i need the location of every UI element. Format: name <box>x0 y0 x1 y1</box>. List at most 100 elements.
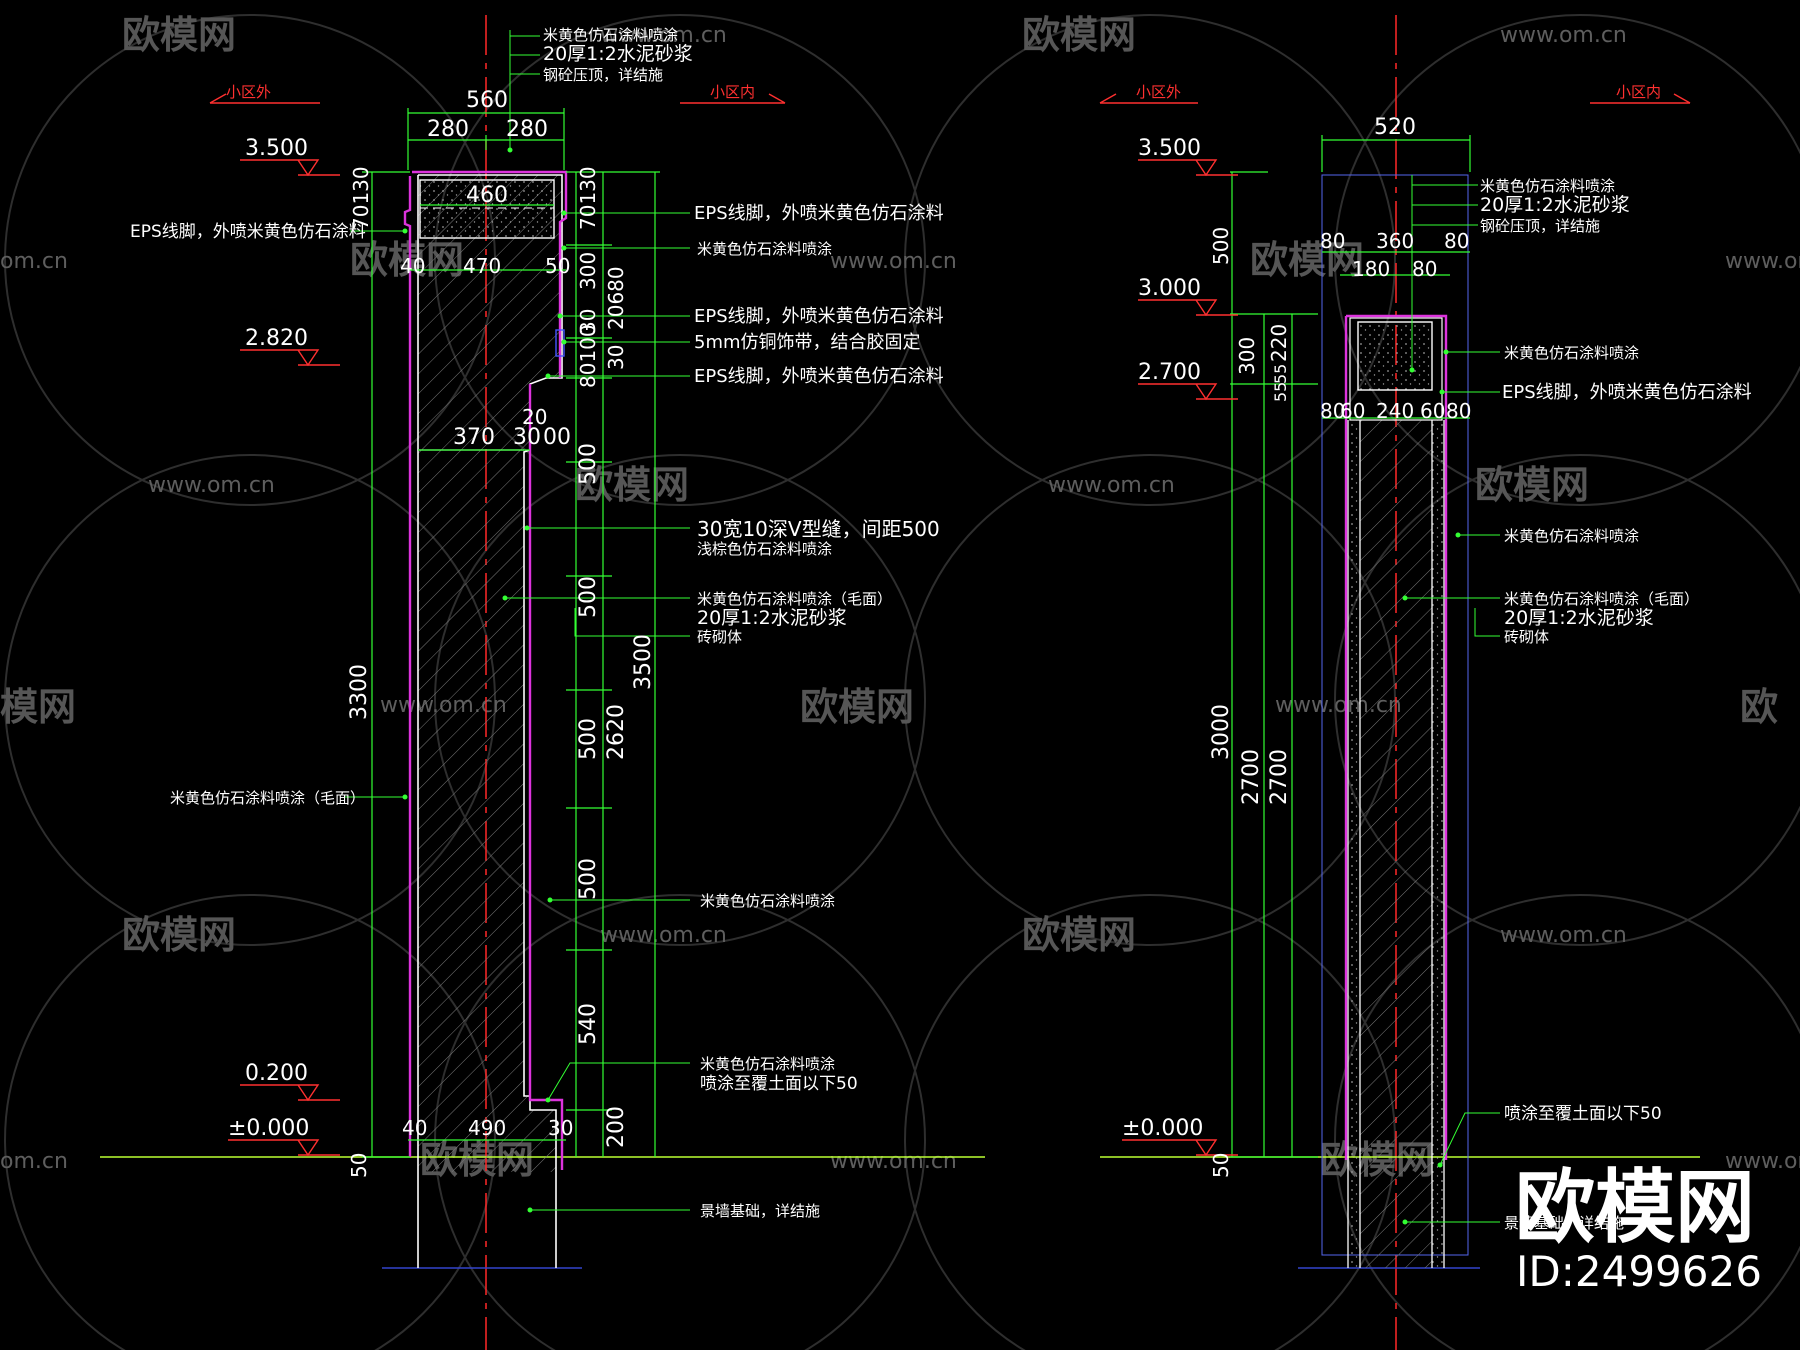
level-label: ±0.000 <box>1122 1116 1203 1141</box>
dim-label: 280 <box>427 117 469 142</box>
dim-label: 60 <box>1340 399 1365 423</box>
right-labels: 小区外 小区内 3.500 3.000 2.700 ±0.000 米黄色仿石涂料… <box>1122 83 1752 1232</box>
logo-brand: 欧模网 <box>1515 1161 1755 1254</box>
note-label: 景墙基础，详结施 <box>700 1202 820 1220</box>
dim-label: 520 <box>1374 115 1416 140</box>
dim-label-v: 300 <box>576 252 600 290</box>
left-labels: 小区外 小区内 3.500 2.820 0.200 ±0.000 米黄色仿石涂料… <box>130 26 944 1220</box>
watermark-brand: 欧模网 <box>122 13 236 57</box>
level-label: ±0.000 <box>228 1116 309 1141</box>
dim-label-v: 50 <box>1209 1153 1233 1178</box>
dim-label-v: 500 <box>1209 227 1233 265</box>
watermark-url: www.om.cn <box>1725 1149 1800 1174</box>
dim-label: 80 <box>1320 399 1345 423</box>
dim-label: 50 <box>545 254 570 278</box>
dim-label-v: 80100 <box>576 324 600 388</box>
dim-label: 80 <box>1446 399 1471 423</box>
watermark-brand: 欧模网 <box>122 913 236 957</box>
note-label: EPS线脚，外喷米黄色仿石涂料 <box>1502 382 1752 403</box>
side-outside-label: 小区外 <box>226 83 271 101</box>
side-inside-label: 小区内 <box>710 83 755 101</box>
level-label: 3.500 <box>1138 136 1201 161</box>
dim-label: 80 <box>1320 229 1345 253</box>
watermark-url: www.om.cn <box>1500 923 1627 948</box>
watermark-url: www.om.cn www.om.cn om.cn www.om.cn www.… <box>0 23 1800 1174</box>
note-label: 30宽10深V型缝，间距500 <box>697 517 940 541</box>
watermark-url: om.cn <box>0 1149 68 1174</box>
dim-label-v: 3300 <box>347 664 372 720</box>
level-label: 3.500 <box>245 136 308 161</box>
note-label: 5mm仿铜饰带，结合胶固定 <box>694 332 921 353</box>
logo-id: ID:2499626 <box>1516 1247 1762 1296</box>
watermark-url: www.om.cn <box>148 473 275 498</box>
note-label: 砖砌体 <box>697 628 742 646</box>
note-label: 砖砌体 <box>1504 628 1549 646</box>
note-label: 米黄色仿石涂料喷涂 <box>700 1055 835 1073</box>
dim-label-v: 70130 <box>576 166 600 230</box>
dim-label-v: 500 <box>576 443 601 485</box>
dim-label-v: 70130 <box>349 166 373 230</box>
note-label: 米黄色仿石涂料喷涂 <box>697 240 832 258</box>
watermark-url: www.om.cn <box>1048 473 1175 498</box>
dim-label-v: 500 <box>576 858 601 900</box>
dim-label: 20 <box>522 405 547 429</box>
dim-label-v: 3000 <box>1209 704 1234 760</box>
note-label: 浅棕色仿石涂料喷涂 <box>697 540 832 558</box>
dim-label-v: 55 <box>1271 364 1290 384</box>
note-label: EPS线脚，外喷米黄色仿石涂料 <box>694 366 944 387</box>
dim-label: 280 <box>506 117 548 142</box>
dim-label-v: 30 <box>604 345 628 370</box>
watermark-url: om.cn <box>0 249 68 274</box>
dim-label: 180 <box>1352 257 1390 281</box>
dim-label-v: 55 <box>1271 382 1290 402</box>
watermark-brand: 欧模网 <box>1022 913 1136 957</box>
side-outside-label: 小区外 <box>1136 83 1181 101</box>
dim-label: 470 <box>463 254 501 278</box>
dim-label: 30 <box>513 425 541 450</box>
dim-label-v: 220 <box>1267 324 1291 362</box>
coping-block <box>1357 321 1433 391</box>
note-label: 20厚1:2水泥砂浆 <box>1504 607 1654 629</box>
dim-label-v: 2700 <box>1239 749 1264 805</box>
note-label: 米黄色仿石涂料喷涂 <box>700 892 835 910</box>
side-inside-label: 小区内 <box>1616 83 1661 101</box>
level-label: 3.000 <box>1138 276 1201 301</box>
dim-label-v: 2620 <box>604 704 629 760</box>
level-markers <box>209 93 786 1157</box>
dim-label-v: 540 <box>576 1003 601 1045</box>
dim-label: 560 <box>466 88 508 113</box>
dim-label-v: 2700 <box>1267 749 1292 805</box>
note-label: 景墙基础，详结施 <box>1504 1214 1624 1232</box>
watermark-brand-partial: 欧 <box>1740 685 1778 729</box>
top-note: 米黄色仿石涂料喷涂 <box>1480 177 1615 195</box>
dim-label-v: 3500 <box>631 634 656 690</box>
note-label: 米黄色仿石涂料喷涂 <box>1504 344 1639 362</box>
note-label: 米黄色仿石涂料喷涂（毛面） <box>697 590 892 608</box>
note-label: 20厚1:2水泥砂浆 <box>697 607 847 629</box>
watermark-brand: 欧模网 <box>1475 463 1589 507</box>
dim-label-v: 500 <box>576 718 601 760</box>
dim-label: 240 <box>1376 399 1414 423</box>
dim-label: 80 <box>1444 229 1469 253</box>
dim-label-v: 50 <box>347 1153 371 1178</box>
dim-label-v: 300 <box>1235 337 1259 375</box>
dim-label: 00 <box>543 425 571 450</box>
dim-label: 370 <box>453 425 495 450</box>
note-label: EPS线脚，外喷米黄色仿石涂料 <box>130 222 366 242</box>
watermark-url: www.om.cn <box>600 923 727 948</box>
note-label: EPS线脚，外喷米黄色仿石涂料 <box>694 306 944 327</box>
dim-label: 490 <box>468 1116 506 1140</box>
finish-left <box>403 176 412 1157</box>
corner-logo: 欧模网 ID:2499626 <box>1515 1161 1762 1296</box>
level-markers <box>1099 93 1691 1157</box>
dim-label: 60 <box>1420 399 1445 423</box>
left-section: 小区外 小区内 3.500 2.820 0.200 ±0.000 米黄色仿石涂料… <box>100 15 985 1350</box>
wall-outline-right <box>418 174 563 1172</box>
note-label: 米黄色仿石涂料喷涂（毛面） <box>170 789 365 807</box>
watermark-url: www.om.cn <box>830 1149 957 1174</box>
note-label: 米黄色仿石涂料喷涂（毛面） <box>1504 590 1699 608</box>
dim-label: 460 <box>466 183 508 208</box>
dim-label: 30 <box>548 1116 573 1140</box>
wall-hatch <box>418 175 562 1172</box>
